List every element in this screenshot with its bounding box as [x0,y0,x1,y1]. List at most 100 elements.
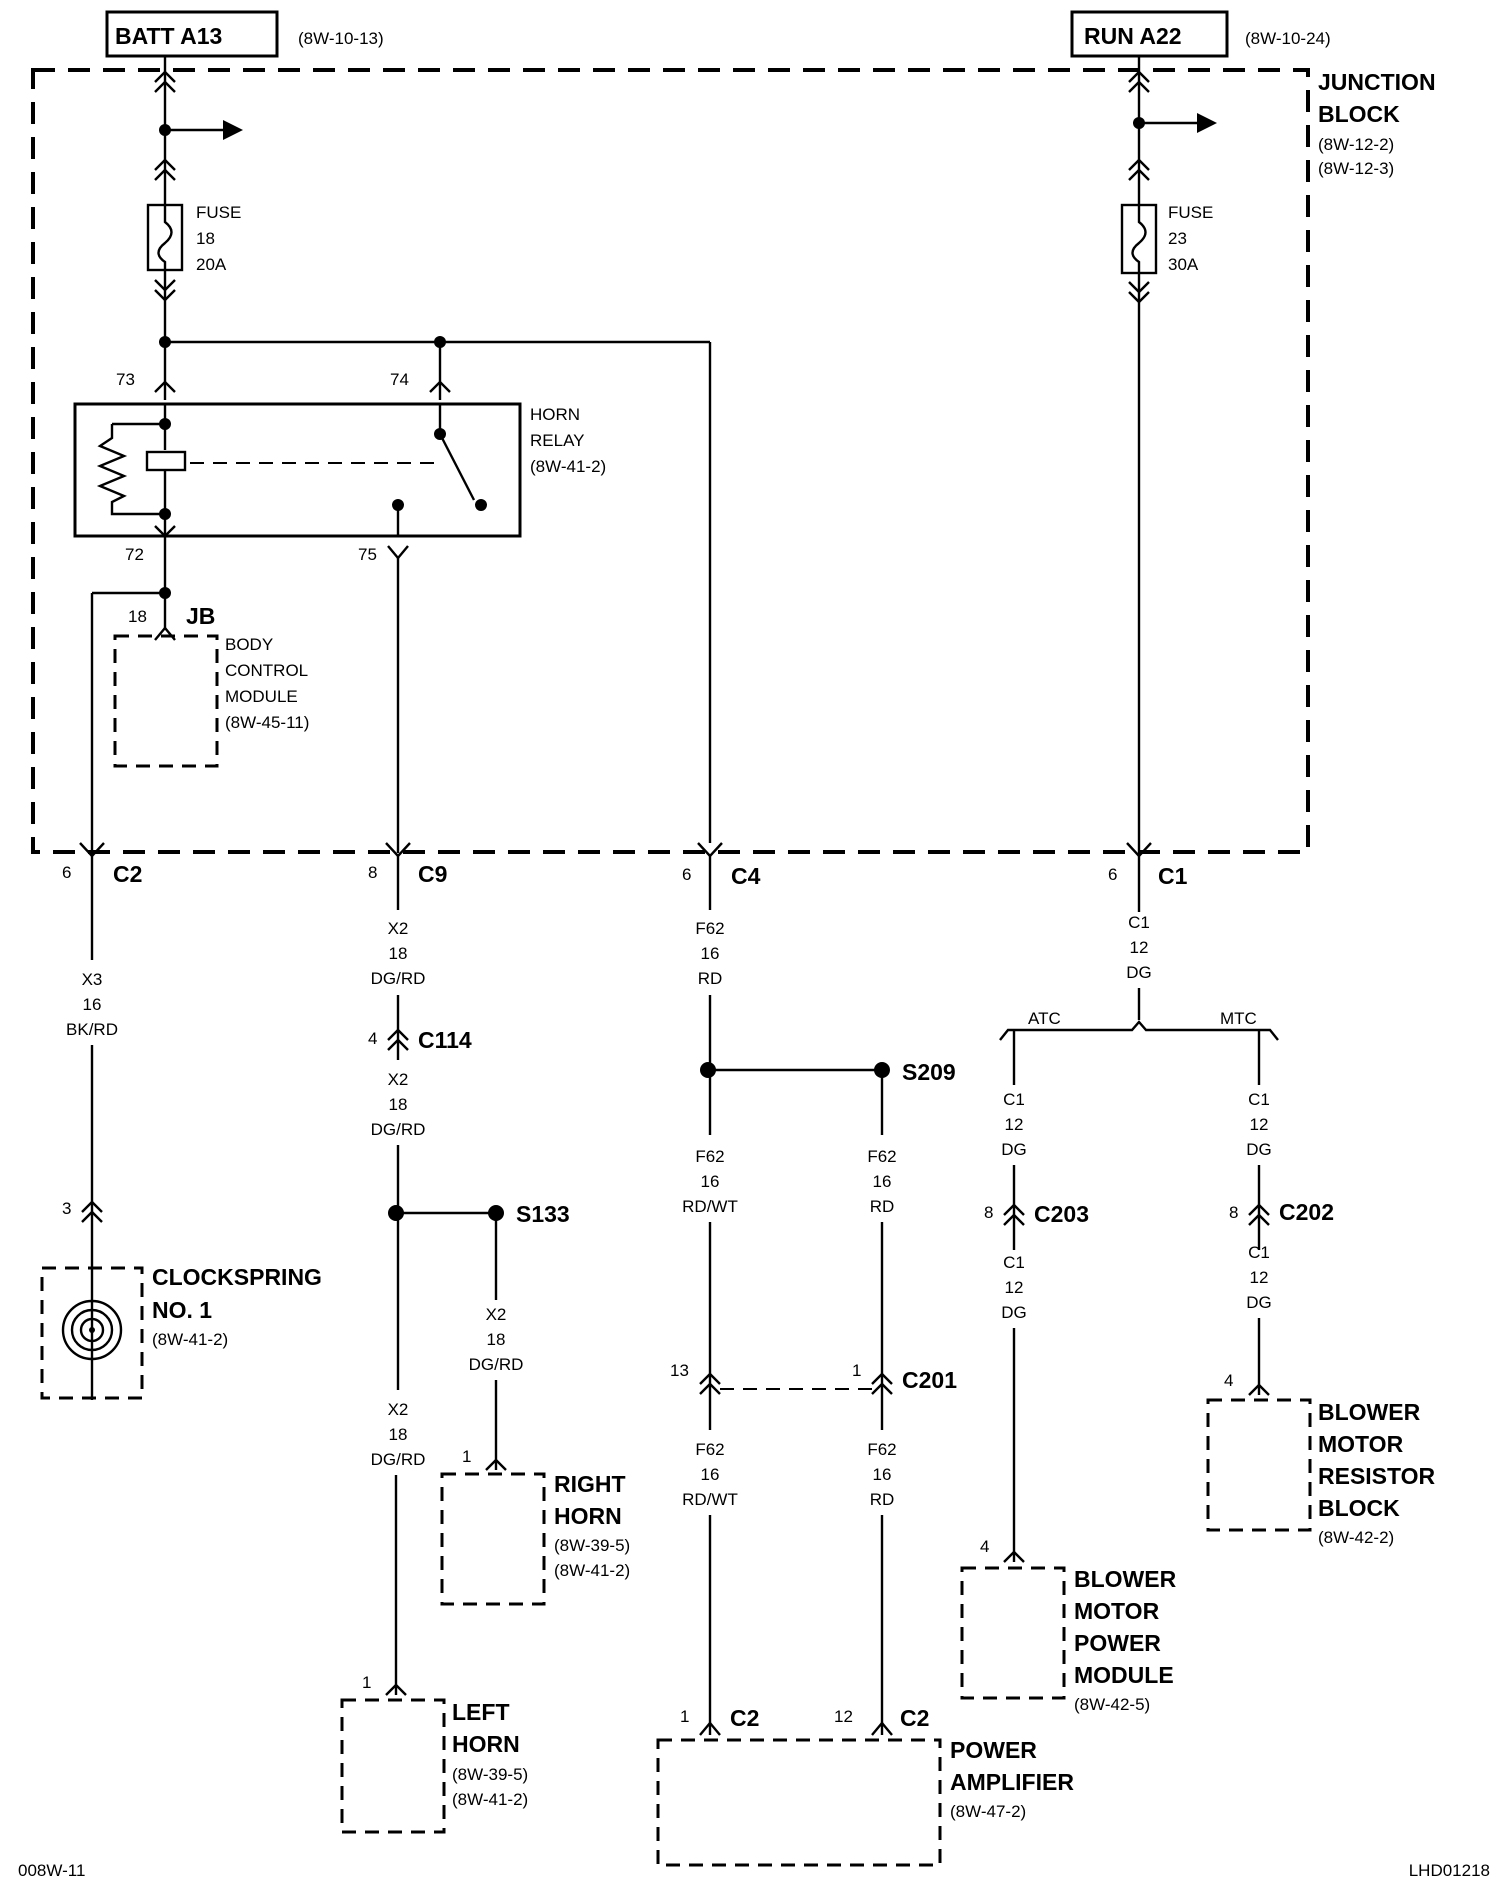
svg-text:C202: C202 [1279,1199,1334,1225]
svg-text:(8W-41-2): (8W-41-2) [452,1790,528,1809]
clockspring: CLOCKSPRING NO. 1 (8W-41-2) [40,1264,322,1400]
svg-text:73: 73 [116,370,135,389]
svg-text:(8W-41-2): (8W-41-2) [530,457,606,476]
svg-text:POWER: POWER [1074,1630,1161,1656]
blower-resistor-label: BLOWER [1318,1399,1421,1425]
svg-text:18: 18 [389,1425,408,1444]
svg-text:16: 16 [83,995,102,1014]
svg-text:DG: DG [1246,1140,1272,1159]
svg-text:C1: C1 [1003,1253,1025,1272]
svg-text:4: 4 [1224,1371,1233,1390]
wire-label-x2-c: X2 18 DG/RD [469,1305,524,1374]
svg-text:C203: C203 [1034,1201,1089,1227]
footer-left: 008W-11 [18,1861,85,1880]
svg-text:DG/RD: DG/RD [371,1120,426,1139]
body-control-module: 18 JB BODY CONTROL MODULE (8W-45-11) [113,603,309,768]
svg-text:F62: F62 [695,919,724,938]
wire-label-f62-b: F62 16 RD/WT [682,1147,738,1216]
svg-text:DG: DG [1001,1140,1027,1159]
wire-label-c1-e: C1 12 DG [1246,1243,1272,1312]
svg-text:RESISTOR: RESISTOR [1318,1463,1436,1489]
svg-text:X2: X2 [388,1070,409,1089]
svg-text:X2: X2 [486,1305,507,1324]
svg-text:RD: RD [698,969,723,988]
svg-text:(8W-42-5): (8W-42-5) [1074,1695,1150,1714]
wire-label-c1-d: C1 12 DG [1001,1253,1027,1322]
svg-text:C114: C114 [418,1027,472,1053]
svg-text:HORN: HORN [452,1731,520,1757]
svg-text:RD: RD [870,1490,895,1509]
svg-text:CONTROL: CONTROL [225,661,308,680]
svg-text:16: 16 [701,1172,720,1191]
svg-text:12: 12 [834,1707,853,1726]
run-feed: FUSE 23 30A [1120,56,1217,853]
svg-text:NO. 1: NO. 1 [152,1297,212,1323]
svg-text:12: 12 [1250,1268,1269,1287]
run-label: RUN A22 [1084,23,1182,49]
svg-text:1: 1 [680,1707,689,1726]
svg-text:C9: C9 [418,861,447,887]
wire-label-f62-c: F62 16 RD [867,1147,896,1216]
svg-text:F62: F62 [867,1440,896,1459]
svg-text:X2: X2 [388,1400,409,1419]
svg-text:12: 12 [1130,938,1149,957]
jb-connector-c1: 6 C1 [1108,842,1188,889]
svg-text:MOTOR: MOTOR [1074,1598,1160,1624]
power-amplifier-label: POWER [950,1737,1037,1763]
wire-label-f62-e: F62 16 RD [867,1440,896,1509]
svg-text:DG: DG [1246,1293,1272,1312]
wire-label-x2-d: X2 18 DG/RD [371,1400,426,1469]
blower-motor-power-module: 4 BLOWER MOTOR POWER MODULE (8W-42-5) [960,1537,1177,1714]
svg-text:AMPLIFIER: AMPLIFIER [950,1769,1074,1795]
svg-text:6: 6 [1108,865,1117,884]
svg-text:X2: X2 [388,919,409,938]
svg-text:16: 16 [873,1465,892,1484]
svg-text:C1: C1 [1128,913,1150,932]
svg-text:HORN: HORN [554,1503,622,1529]
svg-text:18: 18 [487,1330,506,1349]
wire-label-c1-c: C1 12 DG [1246,1090,1272,1159]
svg-text:(8W-39-5): (8W-39-5) [452,1765,528,1784]
svg-text:12: 12 [1005,1115,1024,1134]
svg-text:1: 1 [462,1447,471,1466]
svg-text:(8W-39-5): (8W-39-5) [554,1536,630,1555]
svg-text:DG/RD: DG/RD [371,1450,426,1469]
svg-text:BLOCK: BLOCK [1318,1495,1400,1521]
left-horn: 1 LEFT HORN (8W-39-5) (8W-41-2) [340,1673,528,1834]
svg-text:(8W-45-11): (8W-45-11) [225,713,309,732]
run-ref: (8W-10-24) [1245,29,1331,48]
svg-text:MOTOR: MOTOR [1318,1431,1404,1457]
wire-label-f62-d: F62 16 RD/WT [682,1440,738,1509]
svg-text:3: 3 [62,1199,71,1218]
svg-text:30A: 30A [1168,255,1199,274]
branch-atc: ATC [1028,1009,1061,1028]
svg-text:RD/WT: RD/WT [682,1197,738,1216]
svg-text:18: 18 [389,944,408,963]
left-horn-label: LEFT [452,1699,510,1725]
svg-text:1: 1 [362,1673,371,1692]
svg-text:6: 6 [682,865,691,884]
svg-text:20A: 20A [196,255,227,274]
power-amplifier: 1 C2 12 C2 POWER AMPLIFIER (8W-47-2) [656,1705,1074,1867]
jb-connector-c9: 8 C9 [368,842,447,887]
svg-text:RD/WT: RD/WT [682,1490,738,1509]
svg-text:X3: X3 [82,970,103,989]
svg-text:12: 12 [1005,1278,1024,1297]
clockspring-icon [61,1299,123,1361]
svg-text:F62: F62 [867,1147,896,1166]
blower-power-module-label: BLOWER [1074,1566,1177,1592]
fuse-18-label: FUSE [196,203,241,222]
svg-text:23: 23 [1168,229,1187,248]
run-source: RUN A22 (8W-10-24) [1070,10,1331,58]
bcm-label: BODY [225,635,273,654]
svg-text:75: 75 [358,545,377,564]
svg-text:(8W-41-2): (8W-41-2) [152,1330,228,1349]
svg-text:C1: C1 [1248,1090,1270,1109]
batt-label: BATT A13 [115,23,222,49]
junction-block-label: JUNCTION BLOCK (8W-12-2) (8W-12-3) [1318,69,1436,178]
svg-text:13: 13 [670,1361,689,1380]
svg-text:8: 8 [1229,1203,1238,1222]
svg-text:F62: F62 [695,1147,724,1166]
batt-source: BATT A13 (8W-10-13) [105,10,384,58]
